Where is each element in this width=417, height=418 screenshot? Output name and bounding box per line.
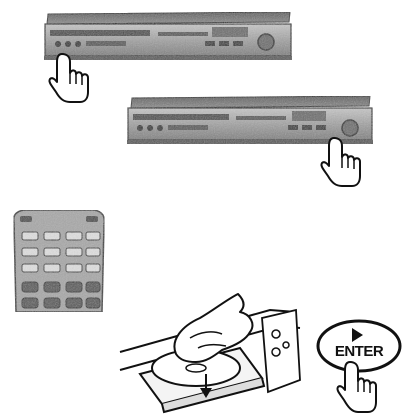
dvd-player-top — [44, 12, 292, 60]
enter-button-icon: ENTER — [318, 321, 400, 371]
pointing-hand-icon — [321, 138, 360, 186]
dvd-player-bottom — [127, 96, 373, 144]
enter-label: ENTER — [335, 343, 384, 360]
pointing-hand-icon — [49, 54, 88, 102]
disc-tray-hand-icon — [120, 294, 300, 412]
remote-control-icon — [14, 210, 105, 312]
